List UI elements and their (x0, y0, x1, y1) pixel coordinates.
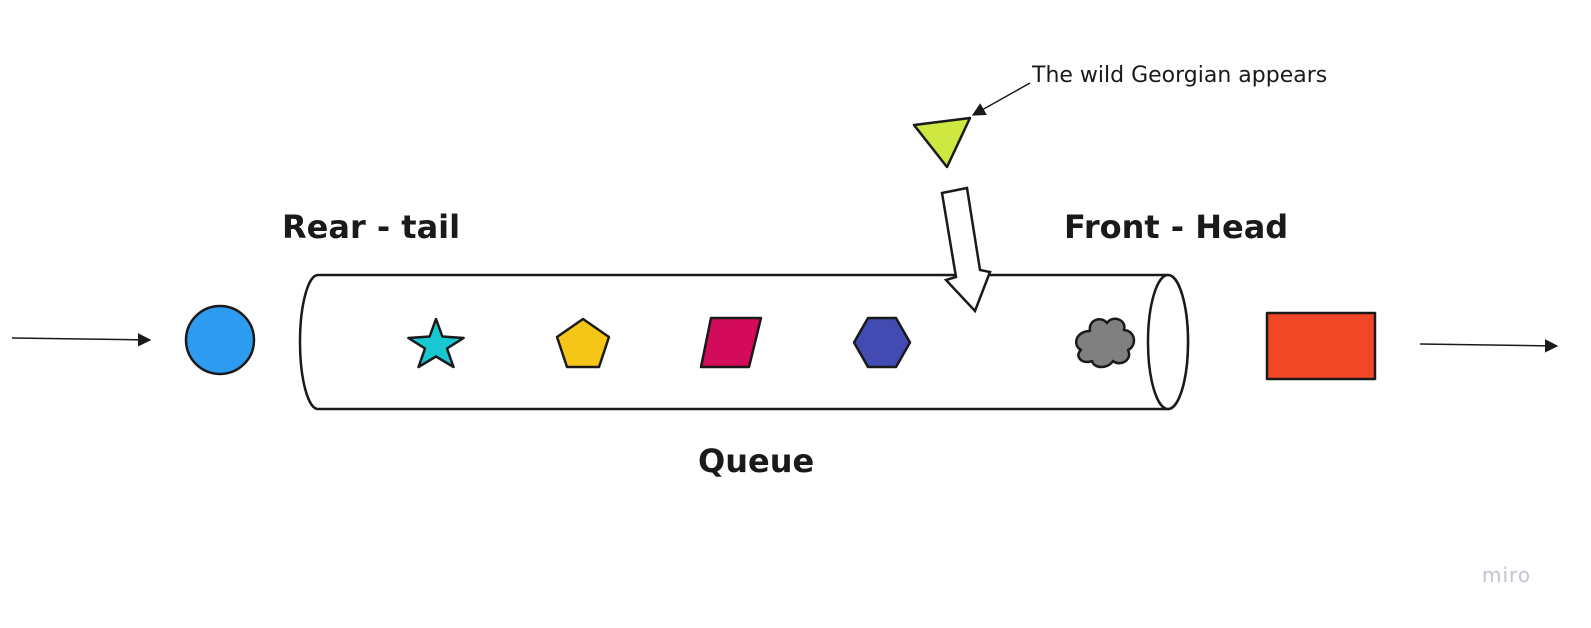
queue-item-star (407, 317, 465, 369)
queue-label: Queue (698, 442, 814, 480)
enqueue-arrow (11, 333, 152, 347)
queue-cylinder-front-opening (1146, 273, 1190, 411)
queue-item-parallelogram (699, 316, 763, 369)
miro-watermark: miro (1482, 563, 1531, 587)
outgoing-rectangle (1265, 311, 1377, 381)
incoming-circle (184, 304, 256, 376)
queue-item-pentagon (555, 317, 611, 369)
insertion-block-arrow (940, 186, 992, 314)
annotation-label: The wild Georgian appears (1031, 63, 1327, 88)
dequeue-arrow (1419, 339, 1559, 353)
queue-item-cloud (1074, 317, 1136, 369)
annotation-pointer-arrow (971, 82, 1031, 116)
rear-tail-label: Rear - tail (282, 208, 460, 246)
queue-item-hexagon (852, 316, 912, 369)
triangle-intruder (912, 116, 972, 169)
front-head-label: Front - Head (1064, 208, 1288, 246)
